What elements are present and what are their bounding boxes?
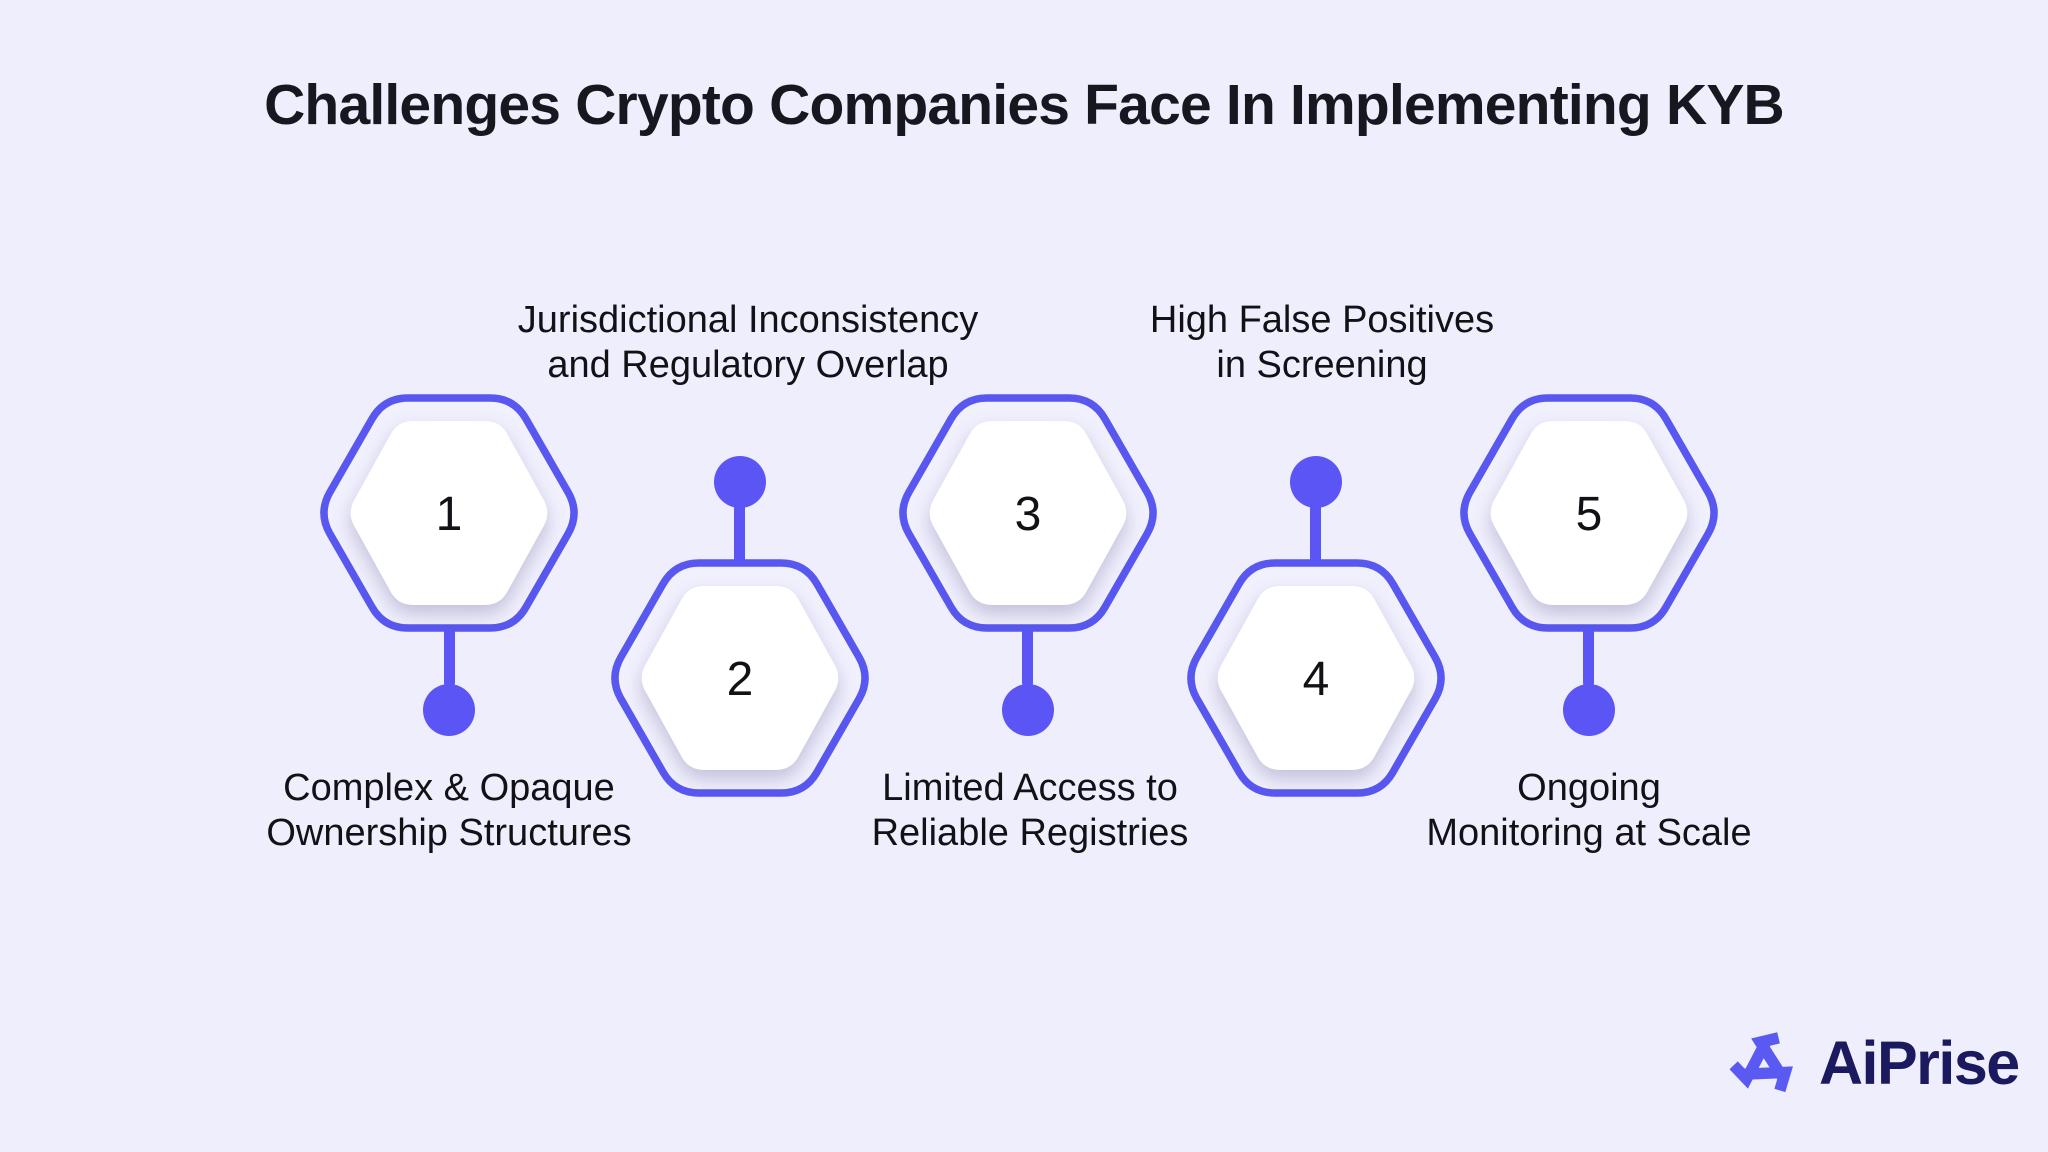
- hexagon-2: 2: [611, 559, 869, 797]
- step-number: 4: [1303, 653, 1330, 706]
- connector-dot: [1290, 456, 1342, 508]
- step-label-2: Jurisdictional Inconsistency and Regulat…: [468, 298, 1028, 388]
- hexagon-inner-card: [350, 421, 548, 605]
- step-label-line: Jurisdictional Inconsistency: [517, 299, 979, 341]
- step-label-line: Ownership Structures: [266, 812, 632, 854]
- hexagon-4: 4: [1187, 559, 1445, 797]
- connector-stem-up: [1310, 500, 1321, 564]
- step-label-3: Limited Access to Reliable Registries: [750, 766, 1310, 856]
- hexagon-inner-card: [1217, 586, 1415, 770]
- hexagon-inner-card: [929, 421, 1127, 605]
- step-label-5: Ongoing Monitoring at Scale: [1309, 766, 1869, 856]
- page-title: Challenges Crypto Companies Face In Impl…: [264, 73, 1785, 137]
- step-label-1: Complex & Opaque Ownership Structures: [169, 766, 729, 856]
- brand-name: AiPrise: [1819, 1029, 2020, 1097]
- step-number: 3: [1015, 488, 1042, 541]
- step-label-line: High False Positives: [1149, 299, 1495, 341]
- connector-stem-down: [1022, 618, 1033, 688]
- step-label-line: Monitoring at Scale: [1426, 812, 1752, 854]
- hexagon-inner-card: [641, 586, 839, 770]
- step-number: 2: [727, 653, 754, 706]
- connector-dot: [1563, 684, 1615, 736]
- connector-stem-down: [444, 618, 455, 688]
- step-label-4: High False Positives in Screening: [1042, 298, 1602, 388]
- step-label-line: Complex & Opaque: [283, 767, 615, 809]
- step-label-line: Reliable Registries: [871, 812, 1189, 854]
- step-label-line: Limited Access to: [882, 767, 1178, 809]
- connector-stem-up: [734, 500, 745, 564]
- connector-stem-down: [1583, 618, 1594, 688]
- step-label-line: in Screening: [1216, 344, 1428, 386]
- step-number: 1: [436, 488, 463, 541]
- connector-dot: [714, 456, 766, 508]
- hexagon-3: 3: [899, 394, 1157, 632]
- connector-dot: [423, 684, 475, 736]
- hexagon-1: 1: [320, 394, 578, 632]
- connector-dot: [1002, 684, 1054, 736]
- hexagon-5: 5: [1460, 394, 1718, 632]
- step-label-line: Ongoing: [1517, 767, 1661, 809]
- hexagon-inner-card: [1490, 421, 1688, 605]
- aiprise-triangle-mark-icon: [1729, 1032, 1793, 1093]
- step-number: 5: [1576, 488, 1603, 541]
- step-label-line: and Regulatory Overlap: [547, 344, 949, 386]
- brand-logo: AiPrise: [1722, 1022, 2020, 1104]
